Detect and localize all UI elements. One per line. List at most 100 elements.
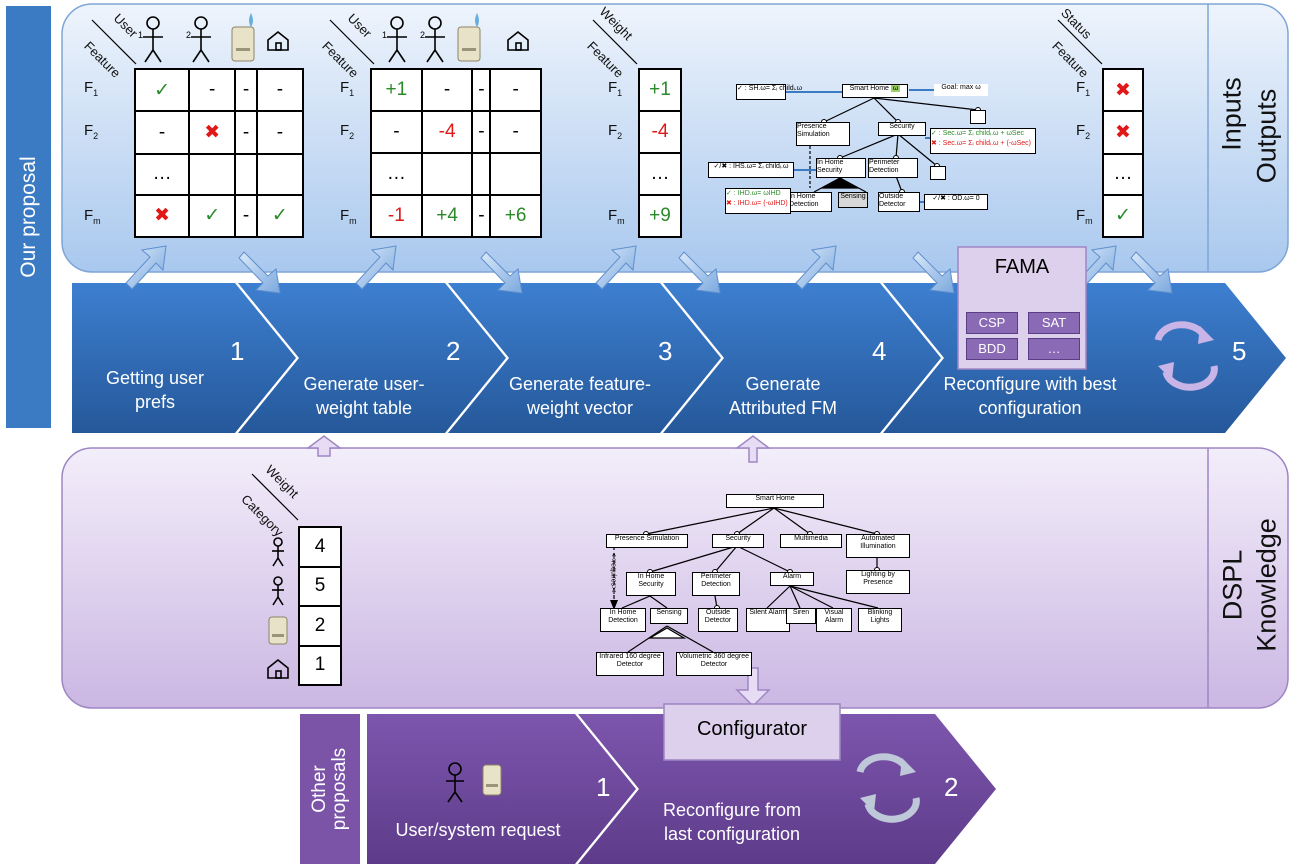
table-cell: - bbox=[471, 110, 492, 154]
table-cell bbox=[234, 152, 258, 196]
afm-security: Security bbox=[878, 122, 926, 136]
step-4-number: 4 bbox=[872, 336, 887, 366]
house-icon bbox=[267, 30, 529, 679]
cycle-icon-bottom bbox=[856, 753, 920, 823]
dspl-in-home-det: In Home Detection bbox=[600, 608, 646, 632]
dspl-outside: Outside Detector bbox=[698, 608, 738, 632]
user-weight-table: +1-----4--…-1+4-+6 bbox=[370, 68, 542, 238]
step-5-number: 5 bbox=[1232, 336, 1247, 366]
dspl-visual: Visual Alarm bbox=[816, 608, 852, 632]
table-cell: … bbox=[638, 152, 682, 196]
table-cell: ✖ bbox=[133, 193, 191, 239]
table-cell: ✓ bbox=[1102, 193, 1144, 239]
table-row: … bbox=[638, 152, 682, 196]
dspl-security: Security bbox=[712, 534, 764, 548]
table-cell bbox=[471, 152, 492, 196]
inputs-label: Inputs bbox=[1216, 77, 1247, 151]
row-label: F1 bbox=[1076, 79, 1091, 99]
row-label: Fm bbox=[340, 206, 357, 226]
table-row: ✓--- bbox=[133, 67, 305, 113]
table-row: -4 bbox=[638, 110, 682, 154]
dspl-lighting: Lighting by Presence bbox=[846, 570, 910, 594]
our-proposal-text: Our proposal bbox=[16, 156, 40, 278]
table-cell: ✓ bbox=[133, 67, 191, 113]
dspl-alarm: Alarm bbox=[770, 572, 814, 586]
table-row: ✖ bbox=[1102, 110, 1144, 155]
row-label: F1 bbox=[84, 79, 99, 99]
afm-outside: Outside Detector bbox=[878, 192, 920, 212]
step-3-number: 3 bbox=[658, 336, 673, 366]
user2-sub-2: 2 bbox=[420, 30, 426, 40]
dspl-volumetric: Volumetric 360 degree Detector bbox=[676, 652, 752, 676]
table-cell: 2 bbox=[298, 605, 342, 647]
table-cell: - bbox=[471, 68, 492, 112]
dspl-infrared: Infrared 160 degree Detector bbox=[596, 652, 664, 676]
dspl-presence: Presence Simulation bbox=[606, 534, 688, 548]
step-5-label: Reconfigure with best configuration bbox=[943, 374, 1117, 418]
table-row: -✖-- bbox=[133, 110, 305, 155]
afm-in-home: In Home Security bbox=[816, 158, 866, 178]
table-cell: ✖ bbox=[1102, 110, 1144, 155]
table-cell: -1 bbox=[370, 194, 423, 238]
table-cell: - bbox=[255, 110, 305, 155]
fama-sat-button[interactable]: SAT bbox=[1028, 312, 1080, 334]
afm-root: Smart Home ω bbox=[842, 84, 908, 98]
flow-arrows bbox=[125, 245, 1173, 294]
table-cell: - bbox=[234, 193, 258, 239]
dspl-siren: Siren bbox=[786, 608, 816, 624]
step-4-label: Generate Attributed FM bbox=[728, 374, 838, 418]
table-row: +9 bbox=[638, 194, 682, 238]
step-1-label: Getting user prefs bbox=[105, 368, 205, 412]
table-cell: -4 bbox=[638, 110, 682, 154]
table-cell bbox=[255, 152, 305, 196]
table-row: 1 bbox=[298, 644, 342, 686]
knowledge-label: Knowledge bbox=[1251, 518, 1282, 652]
afm-formula-2b: ✖ : Sec.ω= Σᵢ childᵢ.ω + (-ωSec) bbox=[931, 140, 1031, 147]
status-table: ✖✖…✓ bbox=[1102, 67, 1144, 239]
other-step-1-label: User/system request bbox=[395, 820, 561, 840]
table-cell bbox=[489, 152, 542, 196]
afm-formula-2: ✓ : Sec.ω= Σᵢ childᵢ.ω + ωSec✖ : Sec.ω= … bbox=[930, 128, 1036, 154]
table-cell: - bbox=[255, 67, 305, 113]
row-label: F2 bbox=[608, 121, 623, 141]
table-row: … bbox=[1102, 152, 1144, 196]
step-3-label: Generate feature-weight vector bbox=[508, 374, 652, 418]
row-label: F1 bbox=[340, 79, 355, 99]
fama-bdd-button[interactable]: BDD bbox=[966, 338, 1018, 360]
dspl-silent: Silent Alarm bbox=[746, 608, 790, 632]
table-row: +1--- bbox=[370, 68, 542, 112]
dspl-requires: <<requires>> bbox=[609, 552, 617, 595]
configurator-label: Configurator bbox=[696, 718, 808, 740]
dspl-root: Smart Home bbox=[726, 494, 824, 508]
row-label: Fm bbox=[84, 206, 101, 226]
table-row: … bbox=[370, 152, 542, 196]
step-1-number: 1 bbox=[230, 336, 245, 366]
other-proposals-text: Other proposals bbox=[309, 747, 350, 831]
table-cell: +6 bbox=[489, 194, 542, 238]
vertical-arrows bbox=[305, 435, 772, 708]
row-label: Fm bbox=[1076, 206, 1093, 226]
server-icon bbox=[231, 13, 502, 796]
afm-formula-4a: ✓ : IHD.ω= ωIHD bbox=[726, 190, 781, 197]
table-row: 2 bbox=[298, 605, 342, 647]
our-proposal-label: Our proposal bbox=[6, 6, 51, 428]
table-row: ✖✓-✓ bbox=[133, 193, 305, 239]
table-cell: - bbox=[420, 68, 474, 112]
table-cell: ✖ bbox=[1102, 67, 1144, 113]
table-cell: - bbox=[471, 194, 492, 238]
table-row: --4-- bbox=[370, 110, 542, 154]
table-cell: +4 bbox=[420, 194, 474, 238]
fama-csp-button[interactable]: CSP bbox=[966, 312, 1018, 334]
afm-omega: ω bbox=[890, 85, 901, 92]
table-cell bbox=[188, 152, 237, 196]
table-row: +1 bbox=[638, 68, 682, 112]
table-cell: - bbox=[234, 67, 258, 113]
table-cell: - bbox=[370, 110, 423, 154]
step-chevron-1 bbox=[72, 283, 296, 433]
fama-more-button[interactable]: … bbox=[1028, 338, 1080, 360]
